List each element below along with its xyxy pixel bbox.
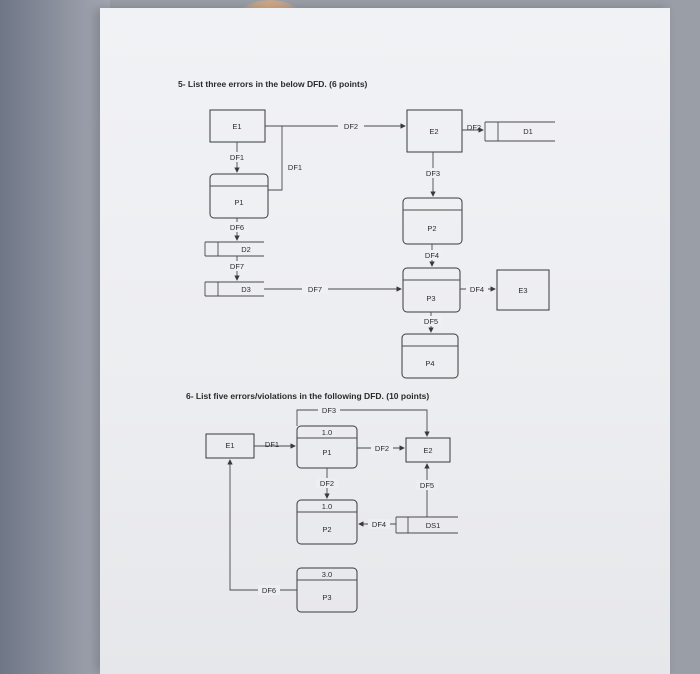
q5-df5-label: DF5 bbox=[424, 317, 438, 326]
q5-df7a-label: DF7 bbox=[230, 262, 244, 271]
q6-title: 6- List five errors/violations in the fo… bbox=[186, 391, 429, 401]
q5-df4a-label: DF4 bbox=[425, 251, 439, 260]
background-left bbox=[0, 0, 110, 674]
q5-p1-label: P1 bbox=[234, 198, 243, 207]
q6-df3-label: DF3 bbox=[322, 406, 336, 415]
q6-e1-label: E1 bbox=[225, 441, 234, 450]
q5-df7b-label: DF7 bbox=[308, 285, 322, 294]
q5-df6-label: DF6 bbox=[230, 223, 244, 232]
q5-entity-e3 bbox=[496, 269, 550, 311]
q5-df1b-label: DF1 bbox=[288, 163, 302, 172]
q6-flow-df3 bbox=[296, 409, 430, 437]
q6-p3-label: P3 bbox=[322, 593, 331, 602]
q5-e1-label: E1 bbox=[232, 122, 241, 131]
q6-df6-label: DF6 bbox=[262, 586, 276, 595]
q6-p2-label: P2 bbox=[322, 525, 331, 534]
q6-entity-e2 bbox=[405, 437, 451, 463]
q5-d3-label: D3 bbox=[241, 285, 251, 294]
q6-p3-number: 3.0 bbox=[322, 570, 332, 579]
q5-title: 5- List three errors in the below DFD. (… bbox=[178, 79, 368, 89]
q6-flow-df6 bbox=[227, 459, 297, 591]
q5-df1-label: DF1 bbox=[230, 153, 244, 162]
q5-df3-label: DF3 bbox=[426, 169, 440, 178]
q6-process-p2 bbox=[296, 499, 358, 545]
q5-e2-label: E2 bbox=[429, 127, 438, 136]
q6-p2-number: 1.0 bbox=[322, 502, 332, 511]
q5-p3-label: P3 bbox=[426, 294, 435, 303]
q5-df2b-label: DF2 bbox=[467, 123, 481, 132]
q5-d1-label: D1 bbox=[523, 127, 533, 136]
q6-df5-label: DF5 bbox=[420, 481, 434, 490]
q5-process-p2 bbox=[402, 197, 463, 245]
q5-flow-df1-return bbox=[268, 126, 283, 191]
q5-entity-e2 bbox=[406, 109, 463, 153]
q6-ds1-label: DS1 bbox=[426, 521, 441, 530]
q6-df2a-label: DF2 bbox=[375, 444, 389, 453]
q5-process-p4 bbox=[401, 333, 459, 379]
paper-sheet bbox=[100, 8, 670, 674]
q6-p1-label: P1 bbox=[322, 448, 331, 457]
q6-df1-label: DF1 bbox=[265, 440, 279, 449]
q5-p4-label: P4 bbox=[425, 359, 434, 368]
q6-df4-label: DF4 bbox=[372, 520, 386, 529]
q5-e3-label: E3 bbox=[518, 286, 527, 295]
q5-df2-label: DF2 bbox=[344, 122, 358, 131]
q6-df2b-label: DF2 bbox=[320, 479, 334, 488]
q6-p1-number: 1.0 bbox=[322, 428, 332, 437]
q5-p2-label: P2 bbox=[427, 224, 436, 233]
q5-process-p3 bbox=[402, 267, 461, 313]
q5-process-p1 bbox=[209, 173, 269, 219]
q5-df4b-label: DF4 bbox=[470, 285, 484, 294]
q6-e2-label: E2 bbox=[423, 446, 432, 455]
q5-d2-label: D2 bbox=[241, 245, 251, 254]
